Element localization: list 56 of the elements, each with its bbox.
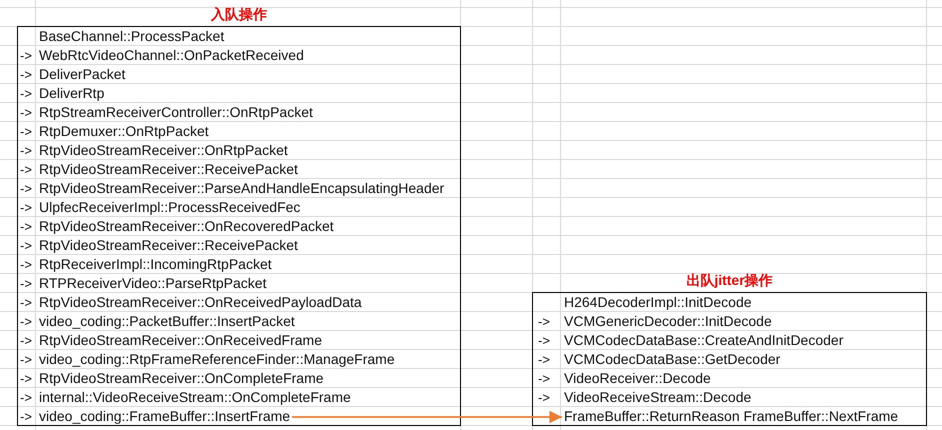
call-marker: -> [20,408,32,425]
call-marker: -> [20,370,32,387]
function-name: RtpReceiverImpl::IncomingRtpPacket [39,256,272,273]
call-marker: -> [20,256,32,273]
function-name: RtpDemuxer::OnRtpPacket [39,123,209,140]
call-marker: -> [538,313,550,330]
call-marker: -> [20,389,32,406]
call-marker: -> [538,370,550,387]
call-marker: -> [20,351,32,368]
function-name: DeliverRtp [39,85,104,102]
call-marker: -> [20,161,32,178]
call-marker: -> [538,389,550,406]
function-name: video_coding::RtpFrameReferenceFinder::ManageFrame [39,351,395,368]
function-name: VideoReceiveStream::Decode [564,389,752,406]
function-name: video_coding::FrameBuffer::InsertFrame [39,408,290,425]
function-name: WebRtcVideoChannel::OnPacketReceived [39,47,304,64]
call-marker: -> [538,351,550,368]
function-name: DeliverPacket [39,66,126,83]
function-name: RtpVideoStreamReceiver::ParseAndHandleEncapsulatingHeader [39,180,444,197]
function-name: VideoReceiver::Decode [564,370,711,387]
function-name: RTPReceiverVideo::ParseRtpPacket [39,275,266,292]
call-marker: -> [20,47,32,64]
call-marker: -> [20,104,32,121]
function-name: RtpVideoStreamReceiver::ReceivePacket [39,161,298,178]
function-name: RtpStreamReceiverController::OnRtpPacket [39,104,313,121]
function-name: RtpVideoStreamReceiver::OnReceivedFrame [39,332,322,349]
column-heading: 入队操作 [211,6,267,24]
call-marker: -> [20,180,32,197]
function-name: BaseChannel::ProcessPacket [39,28,224,45]
function-name: VCMCodecDataBase::CreateAndInitDecoder [564,332,844,349]
call-marker: -> [20,199,32,216]
function-name: UlpfecReceiverImpl::ProcessReceivedFec [39,199,300,216]
function-name: VCMCodecDataBase::GetDecoder [564,351,780,368]
function-name: internal::VideoReceiveStream::OnCompleteFrame [39,389,351,406]
arrow [292,410,562,423]
function-name: FrameBuffer::ReturnReason FrameBuffer::NextFrame [564,408,898,425]
column-heading: 出队jitter操作 [686,272,773,290]
call-marker: -> [538,332,550,349]
call-marker: -> [20,237,32,254]
call-marker: -> [20,142,32,159]
function-name: RtpVideoStreamReceiver::OnRecoveredPacket [39,218,334,235]
function-name: RtpVideoStreamReceiver::OnRtpPacket [39,142,288,159]
call-marker: -> [20,332,32,349]
call-marker: -> [20,218,32,235]
function-name: VCMGenericDecoder::InitDecode [564,313,772,330]
call-marker: -> [20,313,32,330]
function-name: video_coding::PacketBuffer::InsertPacket [39,313,295,330]
call-marker: -> [20,85,32,102]
function-name: RtpVideoStreamReceiver::ReceivePacket [39,237,298,254]
call-marker: -> [20,123,32,140]
function-name: H264DecoderImpl::InitDecode [564,294,752,311]
function-name: RtpVideoStreamReceiver::OnReceivedPayloadData [39,294,362,311]
function-name: RtpVideoStreamReceiver::OnCompleteFrame [39,370,324,387]
call-marker: -> [20,294,32,311]
call-marker: -> [20,66,32,83]
call-marker: -> [20,275,32,292]
